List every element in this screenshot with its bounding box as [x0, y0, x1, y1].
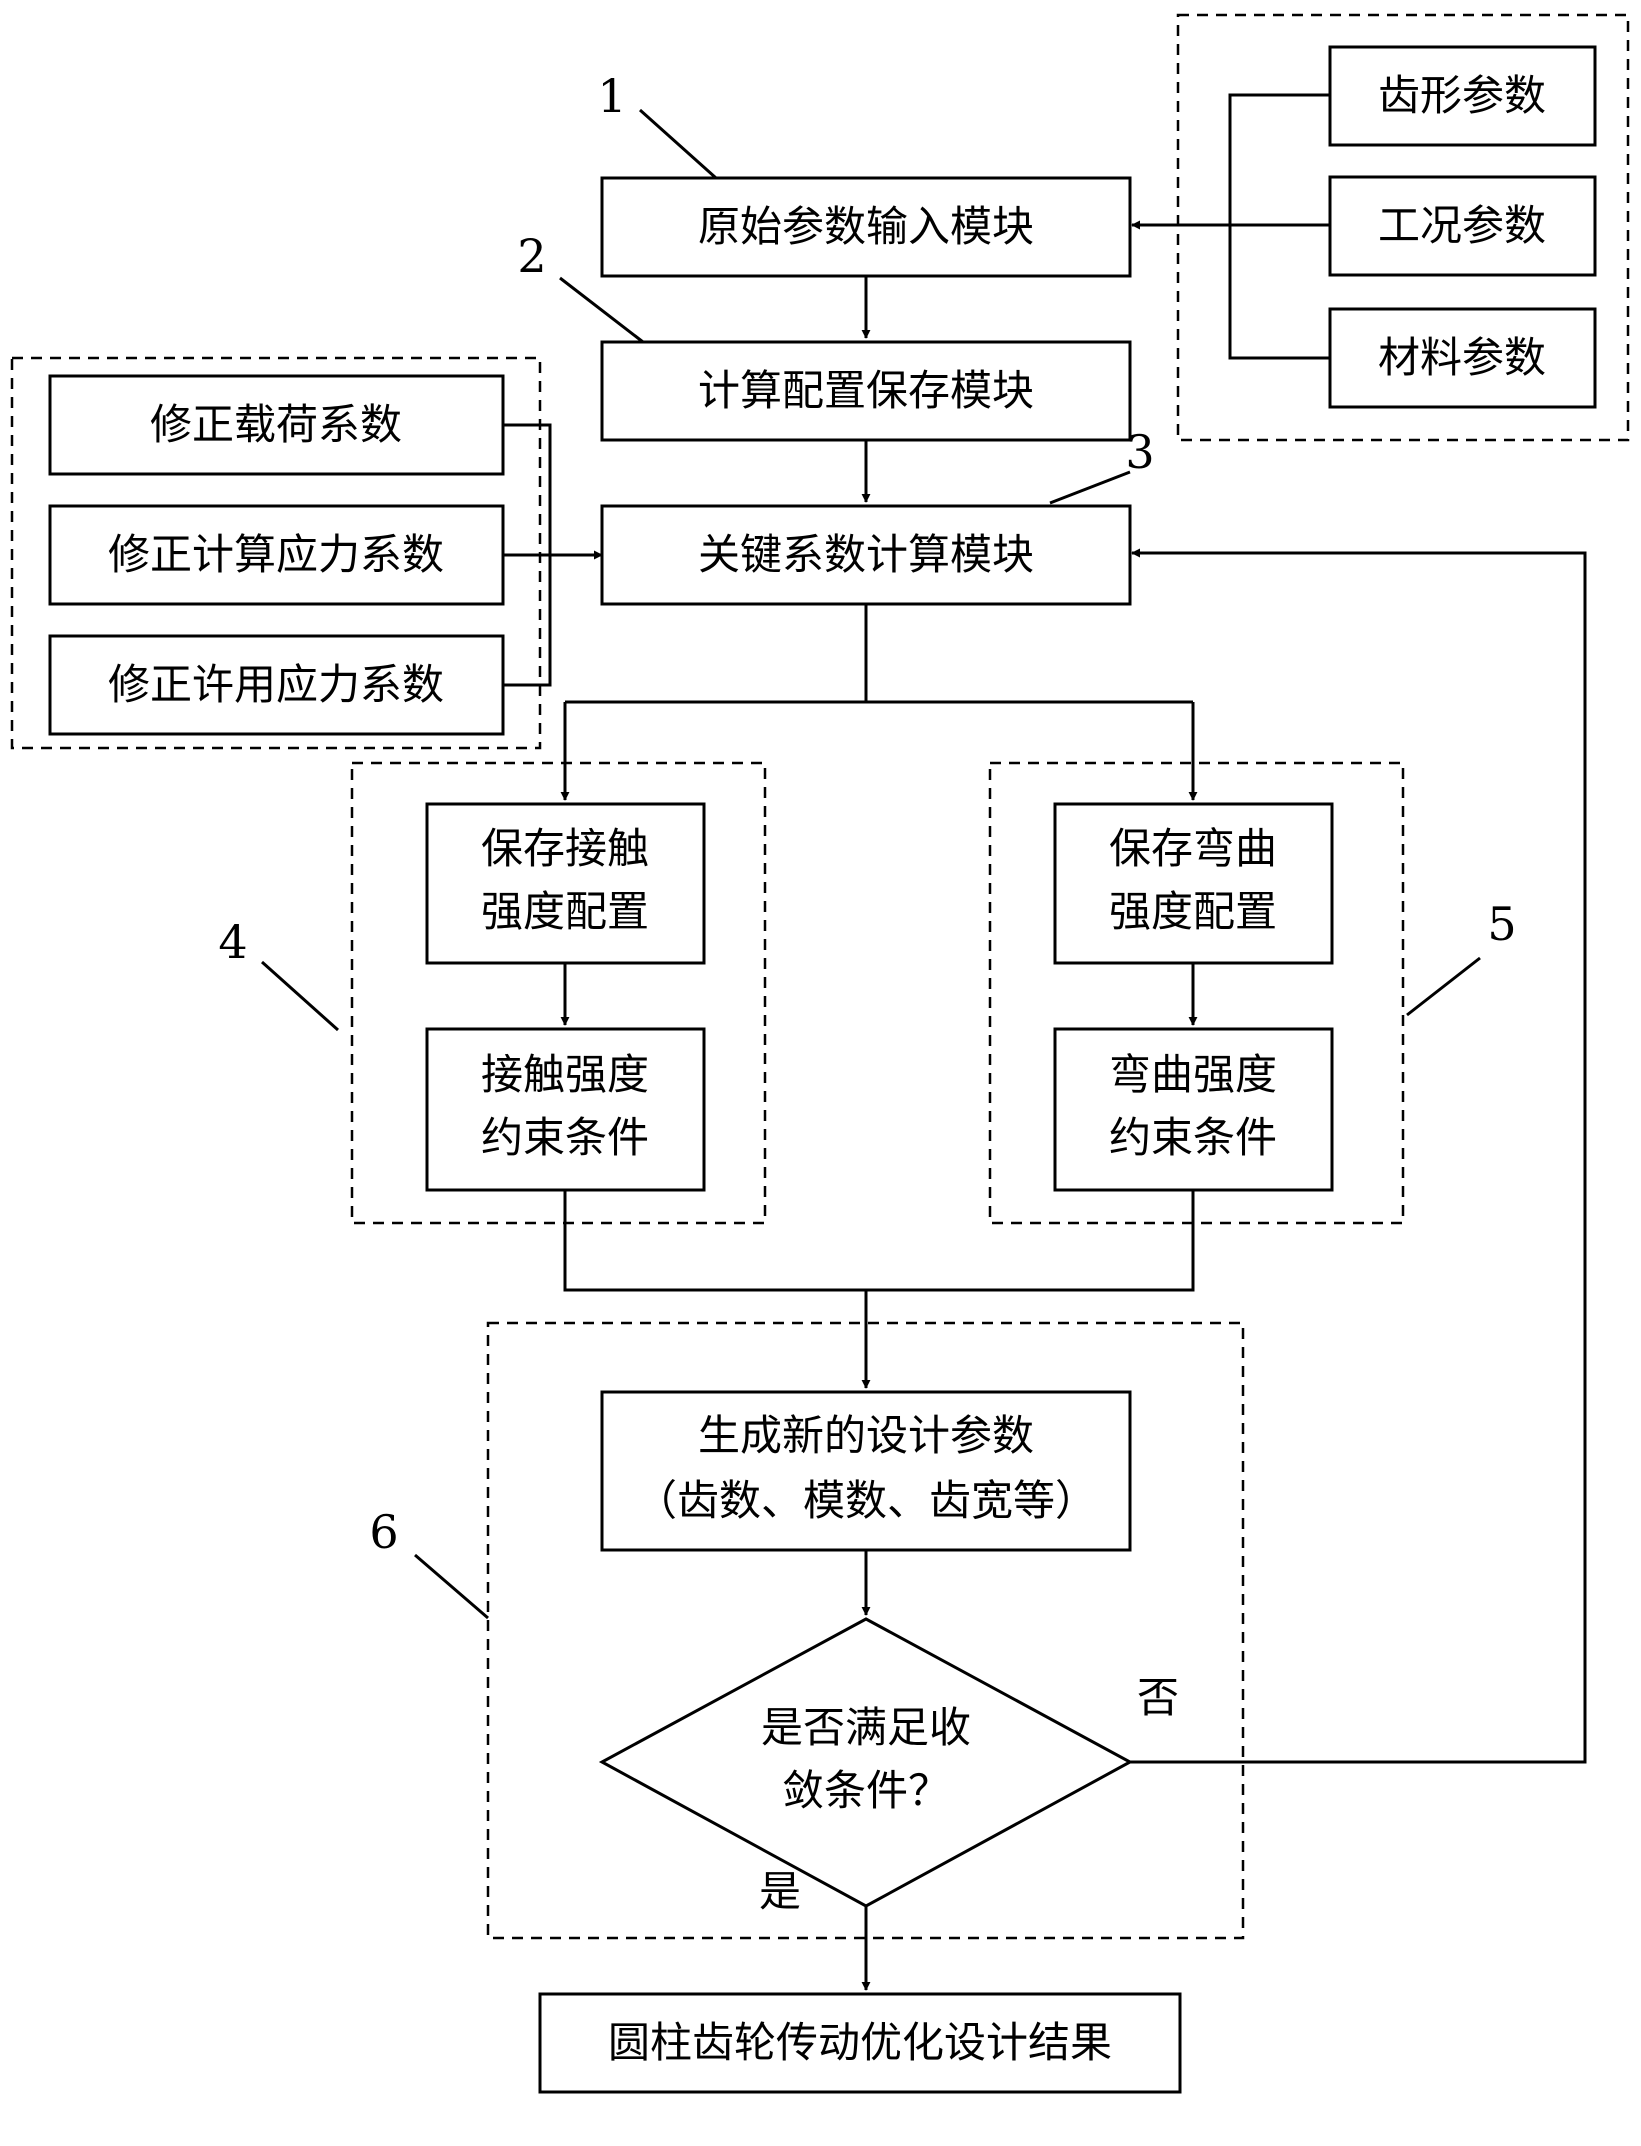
calc-stress-coef-label: 修正计算应力系数	[108, 530, 444, 579]
allow-stress-coef-label: 修正许用应力系数	[108, 660, 444, 709]
reference-number-1: 1	[597, 69, 626, 123]
generate-label-line2: （齿数、模数、齿宽等）	[635, 1476, 1097, 1525]
config-module-label: 计算配置保存模块	[698, 366, 1034, 415]
contact-cons-label-line1: 接触强度	[481, 1050, 649, 1099]
leader-3	[1050, 472, 1130, 503]
reference-number-6: 6	[369, 1505, 398, 1559]
leader-2	[560, 278, 643, 342]
yes-branch-label: 是	[759, 1867, 801, 1916]
reference-number-3: 3	[1125, 425, 1154, 479]
key-coef-module-label: 关键系数计算模块	[698, 530, 1034, 579]
condition-param-label: 工况参数	[1378, 201, 1546, 250]
tooth-param-label: 齿形参数	[1378, 71, 1546, 120]
contact-save-label-line1: 保存接触	[481, 824, 649, 873]
material-param-label: 材料参数	[1378, 333, 1546, 382]
decision-label-line1: 是否满足收	[761, 1703, 971, 1752]
leader-6	[415, 1555, 488, 1618]
leader-1	[640, 110, 716, 178]
no-branch-label: 否	[1137, 1673, 1179, 1722]
bend-save-label-line2: 强度配置	[1109, 887, 1277, 936]
generate-label-line1: 生成新的设计参数	[698, 1411, 1034, 1460]
merge-line	[565, 1190, 1193, 1290]
reference-number-2: 2	[517, 229, 546, 283]
input-module-label: 原始参数输入模块	[698, 202, 1034, 251]
reference-number-4: 4	[218, 915, 247, 969]
decision-label-line2: 敛条件？	[782, 1766, 950, 1815]
result-label: 圆柱齿轮传动优化设计结果	[608, 2018, 1112, 2067]
reference-number-5: 5	[1487, 897, 1516, 951]
leader-5	[1407, 958, 1480, 1015]
bend-cons-label-line1: 弯曲强度	[1109, 1050, 1277, 1099]
bend-save-label-line1: 保存弯曲	[1109, 824, 1277, 873]
convergence-decision-diamond	[602, 1619, 1130, 1906]
contact-cons-label-line2: 约束条件	[481, 1113, 649, 1162]
contact-save-label-line2: 强度配置	[481, 887, 649, 936]
leader-4	[262, 962, 338, 1030]
load-coef-label: 修正载荷系数	[150, 400, 402, 449]
bend-cons-label-line2: 约束条件	[1109, 1113, 1277, 1162]
